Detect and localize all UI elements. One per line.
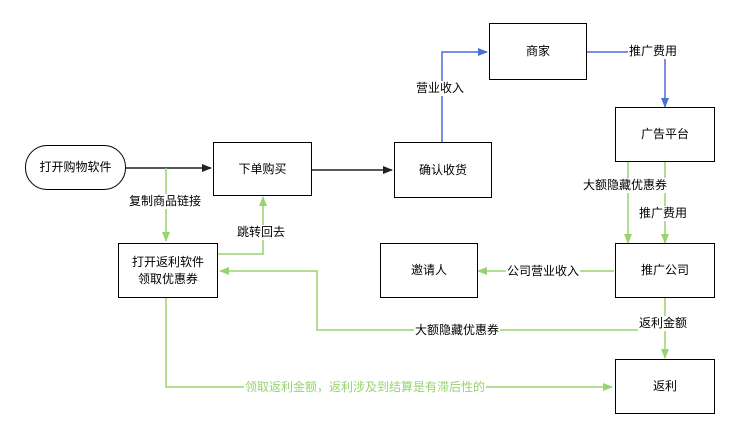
- label-coupon-1: 大额隐藏优惠券: [582, 178, 669, 193]
- node-merchant[interactable]: 商家: [489, 23, 587, 80]
- label-jump-back: 跳转回去: [236, 225, 287, 240]
- label-coupon-2: 大额隐藏优惠券: [414, 323, 501, 338]
- label-promo-fee-1: 推广费用: [628, 44, 679, 59]
- label-rebate-amount: 返利金额: [638, 316, 689, 331]
- node-ad-platform[interactable]: 广告平台: [615, 107, 715, 162]
- label-promo-fee-2: 推广费用: [638, 206, 689, 221]
- node-invitee[interactable]: 邀请人: [380, 243, 478, 298]
- edge-jump-back: [218, 196, 267, 255]
- node-rebate-app[interactable]: 打开返利软件 领取优惠券: [118, 243, 218, 298]
- label-company-revenue: 公司营业收入: [506, 264, 581, 279]
- node-open-shop[interactable]: 打开购物软件: [25, 145, 126, 190]
- label-revenue: 营业收入: [415, 81, 466, 96]
- node-order[interactable]: 下单购买: [213, 142, 312, 196]
- edge-confirm-to-merchant: [441, 48, 488, 142]
- edge-delayed-rebate: [165, 298, 613, 391]
- node-rebate[interactable]: 返利: [615, 359, 715, 414]
- node-promoter[interactable]: 推广公司: [615, 243, 715, 298]
- edge-merchant-to-adplatform: [587, 51, 669, 108]
- node-confirm[interactable]: 确认收货: [394, 142, 492, 198]
- label-copy-link: 复制商品链接: [128, 194, 203, 209]
- label-delayed-rebate: 领取返利金额，返利涉及到结算是有滞后性的: [244, 380, 487, 395]
